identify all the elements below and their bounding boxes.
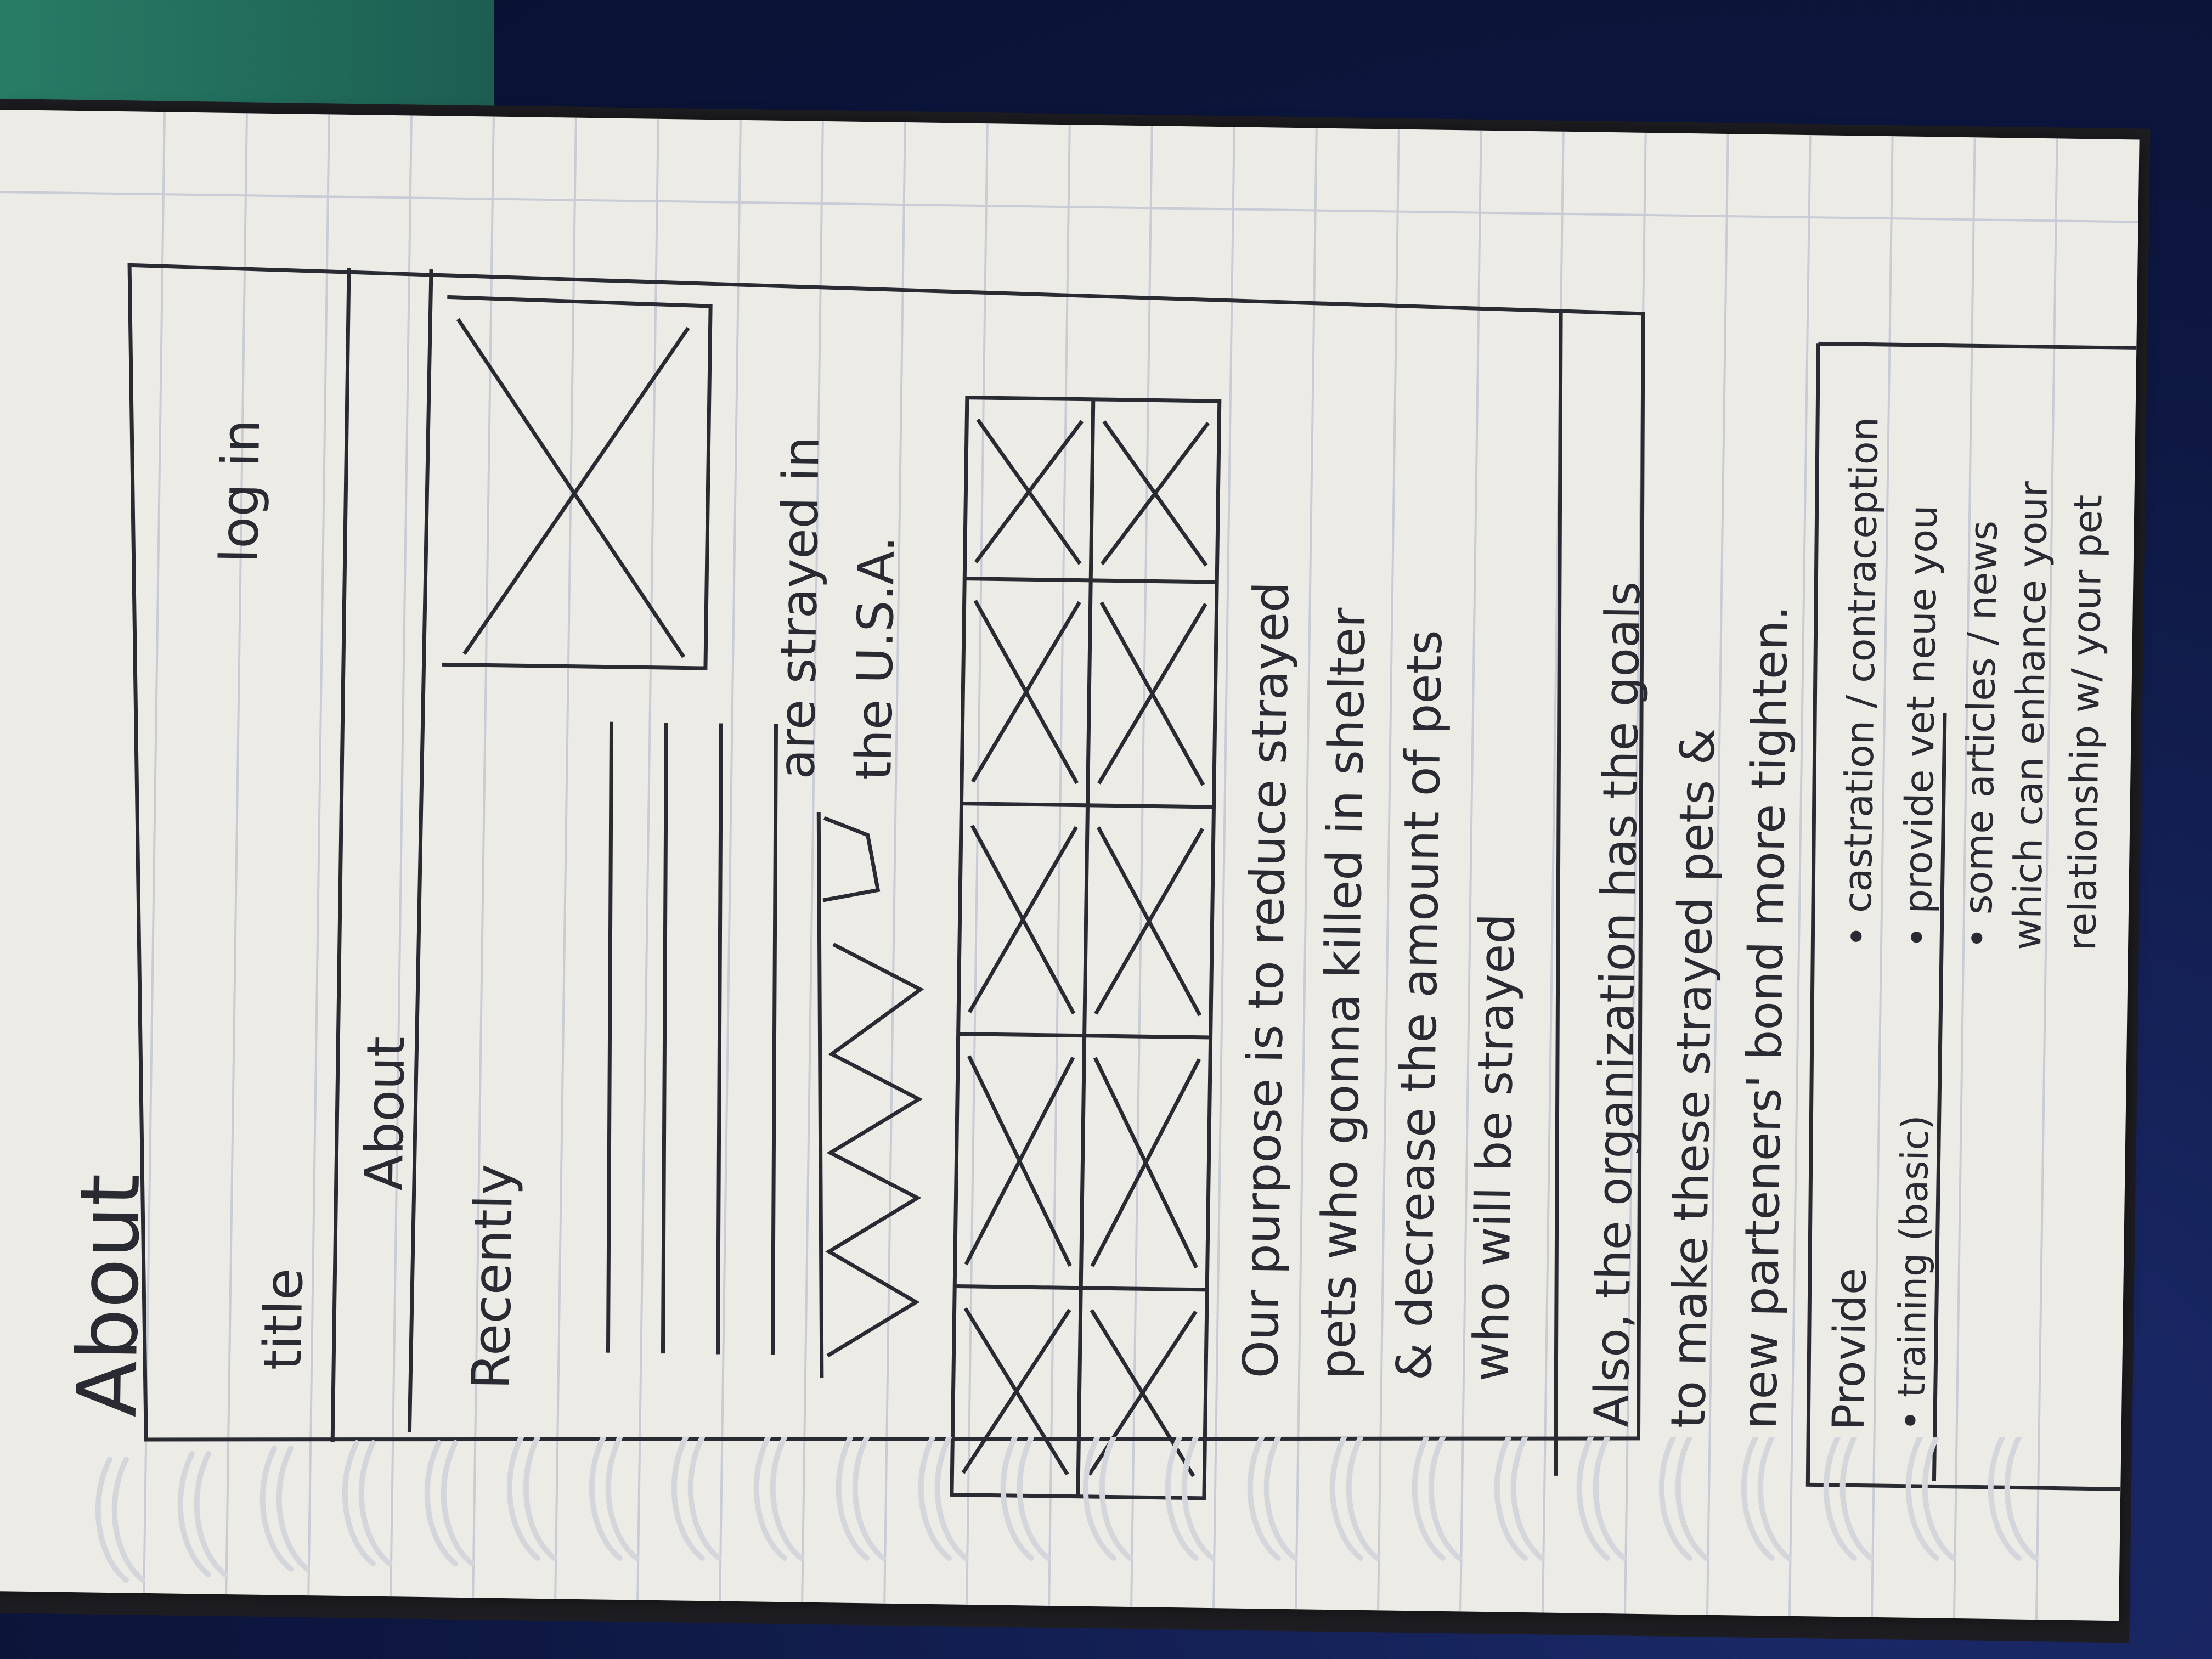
purpose-line-4: who will be strayed (1463, 913, 1526, 1382)
nav-about-link[interactable]: About (354, 1036, 417, 1190)
purpose-line-1: Our purpose is to reduce strayed (1232, 581, 1300, 1379)
nav-login-link[interactable]: log in (210, 419, 272, 563)
provide-item-4: which can enhance your (2005, 481, 2056, 951)
also-line-1: Also, the organization has the goals (1584, 581, 1651, 1427)
nav-title-label: title (253, 1268, 315, 1370)
background-green-object (0, 0, 494, 110)
provide-item-5: relationship w/ your pet (2059, 494, 2111, 951)
purpose-line-3: & decrease the amount of pets (1386, 629, 1453, 1381)
provide-item-3: • some articles / news (1955, 520, 2006, 950)
provide-heading: Provide (1823, 1267, 1876, 1431)
provide-item-2: • provide vet neue you (1895, 505, 1946, 949)
stat-line-2: the U.S.A. (845, 536, 906, 781)
stat-line-1: are strayed in (768, 436, 831, 780)
spiral-binding (95, 1437, 2038, 1583)
provide-left-item: • training (basic) (1890, 1115, 1938, 1431)
ruled-lines (0, 112, 2138, 1620)
wireframe-frame (127, 263, 2137, 1500)
purpose-line-2: pets who gonna killed in shelter (1309, 607, 1376, 1380)
provide-item-1: • castration / contraception (1835, 416, 1887, 948)
also-line-2: to make these strayed pets & (1661, 728, 1726, 1429)
recently-label: Recently (461, 1164, 525, 1390)
also-line-3: new parteners' bond more tighten. (1733, 605, 1799, 1430)
notebook-page: About (0, 110, 2140, 1621)
sketch-canvas: About (0, 112, 2138, 1620)
